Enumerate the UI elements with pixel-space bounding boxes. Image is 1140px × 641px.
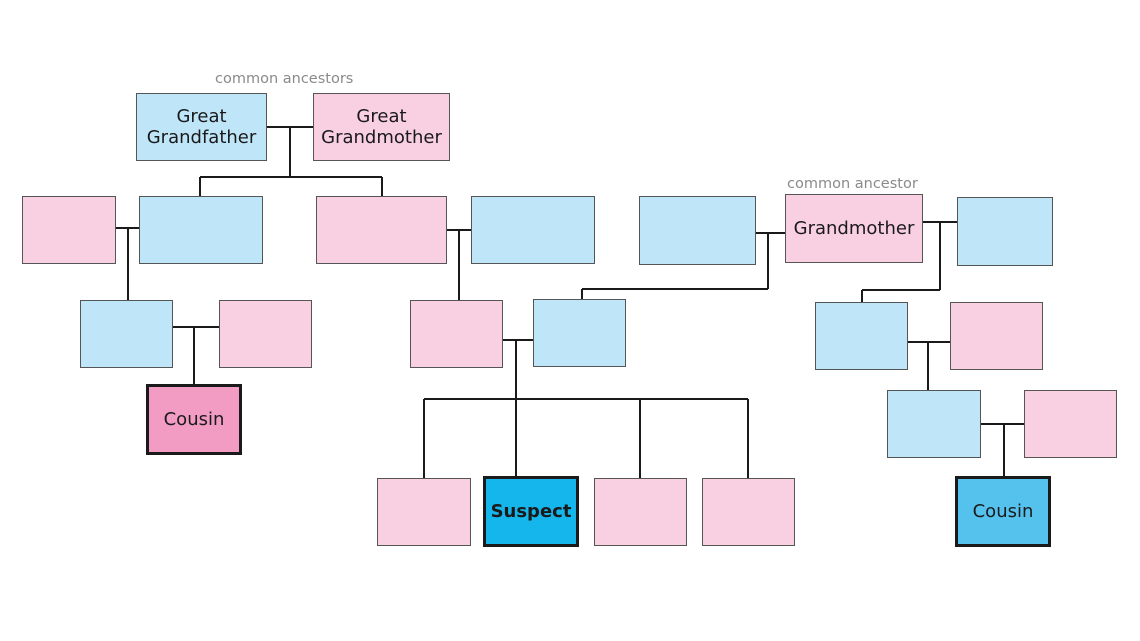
grandfather-box [639,196,756,265]
male-box [80,300,173,368]
sibling-box [594,478,687,546]
great-grandfather-label: Great Grandfather [146,106,257,148]
female-box [316,196,447,264]
common-ancestor-note: common ancestor [787,176,918,192]
mother-box [410,300,503,368]
cousin-right-box: Cousin [955,476,1051,547]
sibling-box [377,478,471,546]
grandmother-label: Grandmother [793,218,915,239]
female-box [1024,390,1117,458]
great-grandmother-label: Great Grandmother [321,106,442,148]
suspect-label: Suspect [490,501,572,522]
female-box [22,196,116,264]
great-grandmother-box: Great Grandmother [313,93,450,161]
male-box [815,302,908,370]
male-box [957,197,1053,266]
female-box [219,300,312,368]
great-grandfather-box: Great Grandfather [136,93,267,161]
female-box [950,302,1043,370]
cousin-left-box: Cousin [146,384,242,455]
sibling-box [702,478,795,546]
cousin-left-label: Cousin [163,409,225,430]
male-box [887,390,981,458]
cousin-right-label: Cousin [972,501,1034,522]
grandmother-box: Grandmother [785,194,923,263]
male-box [139,196,263,264]
male-box [471,196,595,264]
suspect-box: Suspect [483,476,579,547]
common-ancestors-note: common ancestors [215,71,354,87]
father-box [533,299,626,367]
